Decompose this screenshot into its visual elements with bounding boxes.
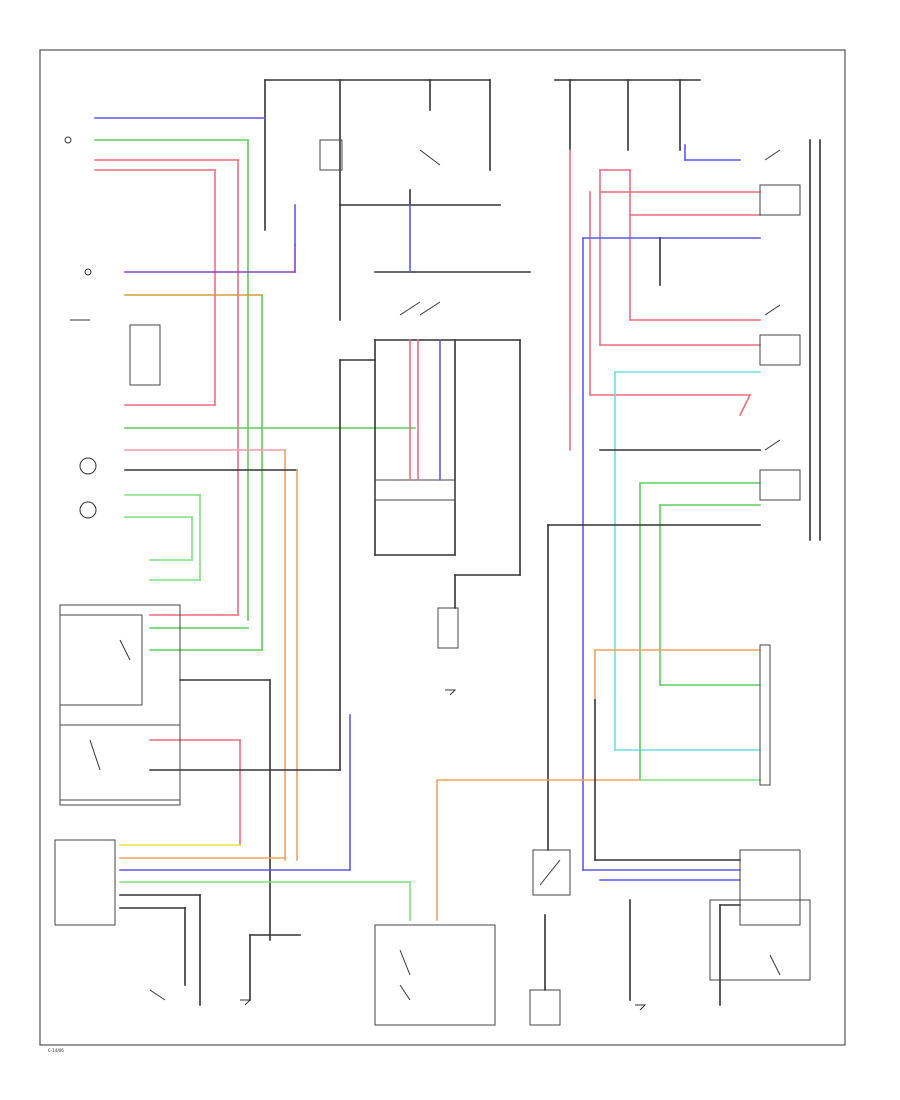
relay-3 [759, 469, 801, 501]
ground-icon [445, 689, 457, 696]
left-control-panel-box [59, 604, 181, 806]
page-id: C-14/06 [48, 1048, 64, 1053]
ecm-connector [759, 644, 771, 786]
relay-2 [759, 334, 801, 366]
left-components [54, 136, 181, 926]
relay-box-left [129, 324, 161, 386]
diagram-frame [39, 49, 846, 1046]
top-fuse-area [264, 79, 531, 321]
right-wires [436, 79, 761, 1006]
switch-icon [64, 136, 72, 144]
ground-icon [240, 999, 252, 1006]
relay-1 [759, 184, 801, 216]
dual-pressure-switch [374, 924, 496, 1026]
blower-assembly [339, 301, 521, 696]
ac-compressor [529, 989, 561, 1026]
right-components [119, 139, 821, 1026]
blower-motor [437, 607, 459, 649]
left-wires [94, 117, 416, 941]
ac-switch-right-box [532, 849, 571, 896]
ground-icon [635, 1004, 647, 1011]
blower-motor-resistor [374, 479, 456, 501]
thermo-switch-box [59, 724, 181, 801]
clutch-relay-box [739, 849, 801, 926]
radiator-fan-switch [709, 899, 811, 981]
ac-control-unit [54, 839, 116, 926]
